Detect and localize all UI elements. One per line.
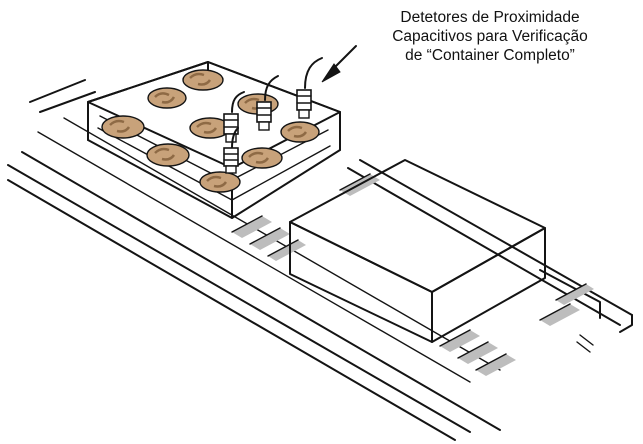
roller-5 xyxy=(458,342,498,364)
sensor-1 xyxy=(296,57,323,119)
cookies xyxy=(101,69,320,193)
conveyor-far-rail xyxy=(29,79,633,326)
tray-vertical-edges xyxy=(87,61,341,219)
cookie-1 xyxy=(182,69,224,91)
box-front-face xyxy=(289,221,433,343)
callout-line-3: de “Container Completo” xyxy=(405,47,575,64)
conveyor-near-rail-inner xyxy=(21,151,501,431)
roller-3 xyxy=(268,240,306,261)
box-top-face xyxy=(289,159,546,293)
box-side-face xyxy=(431,227,546,343)
cookie-7 xyxy=(146,143,190,167)
conveyor-bed-edge xyxy=(37,117,501,383)
sensor-callout-label: Detetores de Proximidade Capacitivos par… xyxy=(345,8,635,65)
proximity-sensors xyxy=(223,57,323,174)
cookie-6 xyxy=(280,121,320,143)
cookie-8 xyxy=(241,147,283,169)
conveyor-near-rail xyxy=(7,164,471,441)
conveyor-frame xyxy=(7,79,633,441)
cookie-2 xyxy=(147,87,187,109)
roller-8 xyxy=(556,284,594,305)
roller-lines xyxy=(231,173,594,371)
cookie-4 xyxy=(101,115,145,139)
roller-6 xyxy=(476,354,516,376)
sensor-4 xyxy=(223,127,239,174)
roller-4 xyxy=(440,330,480,352)
callout-line-2: Capacitivos para Verificação xyxy=(392,28,588,45)
sensor-2 xyxy=(256,75,279,131)
closed-box xyxy=(289,159,546,343)
callout-line-1: Detetores de Proximidade xyxy=(400,9,580,26)
conveyor-right-end xyxy=(539,269,633,333)
cookie-9 xyxy=(199,171,241,193)
roller-2 xyxy=(250,228,290,250)
roller-7 xyxy=(540,304,580,326)
sensor-3 xyxy=(223,91,245,143)
callout-arrow xyxy=(321,45,357,83)
roller-1 xyxy=(232,216,272,238)
